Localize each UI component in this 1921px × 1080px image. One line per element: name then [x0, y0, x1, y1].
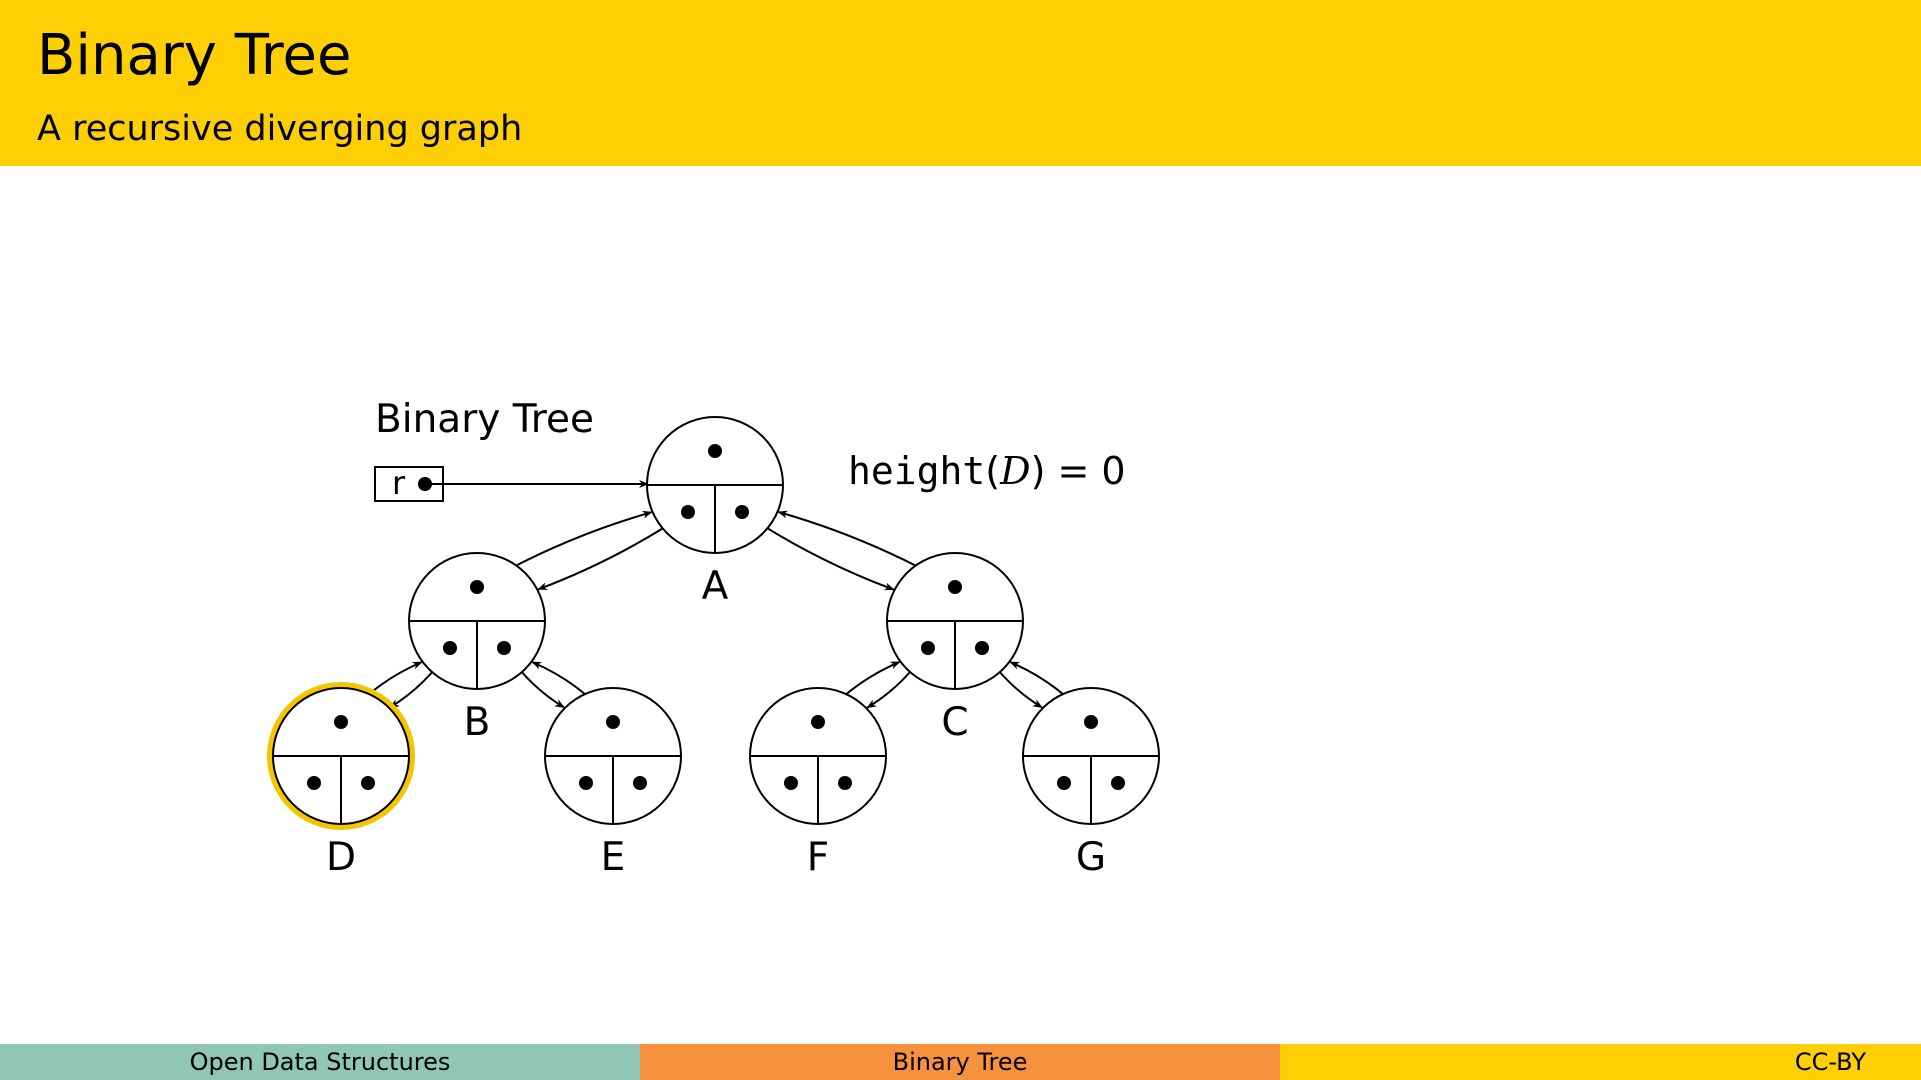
- right-pointer-dot: [633, 776, 647, 790]
- parent-pointer-dot: [606, 715, 620, 729]
- nodes-layer: A B C D E F G: [267, 416, 1160, 880]
- tree-node-g: G: [1022, 687, 1160, 880]
- node-label-d: D: [326, 835, 356, 880]
- parent-pointer-dot: [470, 580, 484, 594]
- left-pointer-dot: [784, 776, 798, 790]
- node-label-e: E: [601, 835, 626, 880]
- left-pointer-dot: [681, 505, 695, 519]
- parent-pointer-dot: [708, 444, 722, 458]
- right-pointer-dot: [838, 776, 852, 790]
- right-pointer-dot: [497, 641, 511, 655]
- tree-node-c: C: [886, 552, 1024, 745]
- tree-node-a: A: [646, 416, 784, 609]
- tree-node-f: F: [749, 687, 887, 880]
- left-pointer-dot: [443, 641, 457, 655]
- parent-pointer-dot: [811, 715, 825, 729]
- root-pointer-label: r: [392, 464, 406, 502]
- footer-right: CC-BY: [1280, 1044, 1921, 1080]
- parent-pointer-dot: [1084, 715, 1098, 729]
- node-label-b: B: [464, 700, 491, 745]
- node-label-a: A: [702, 564, 729, 609]
- right-pointer-dot: [361, 776, 375, 790]
- tree-node-b: B: [408, 552, 546, 745]
- left-pointer-dot: [579, 776, 593, 790]
- tree-label: Binary Tree: [375, 397, 594, 442]
- left-pointer-dot: [307, 776, 321, 790]
- tree-node-e: E: [544, 687, 682, 880]
- header-bar: Binary Tree A recursive diverging graph: [0, 0, 1921, 166]
- page-title: Binary Tree: [37, 23, 352, 88]
- highlight-ring: [267, 682, 415, 830]
- page-subtitle: A recursive diverging graph: [37, 109, 523, 149]
- node-label-f: F: [807, 835, 829, 880]
- left-pointer-dot: [921, 641, 935, 655]
- footer-center: Binary Tree: [640, 1044, 1280, 1080]
- right-pointer-dot: [735, 505, 749, 519]
- parent-pointer-dot: [334, 715, 348, 729]
- right-pointer-dot: [1111, 776, 1125, 790]
- node-label-c: C: [941, 700, 968, 745]
- tree-node-d: D: [267, 682, 415, 880]
- footer-bar: Open Data Structures Binary Tree CC-BY: [0, 1044, 1921, 1080]
- node-label-g: G: [1076, 835, 1106, 880]
- right-pointer-dot: [975, 641, 989, 655]
- footer-left: Open Data Structures: [0, 1044, 640, 1080]
- parent-pointer-dot: [948, 580, 962, 594]
- height-annotation: height(D) = 0: [848, 449, 1126, 493]
- left-pointer-dot: [1057, 776, 1071, 790]
